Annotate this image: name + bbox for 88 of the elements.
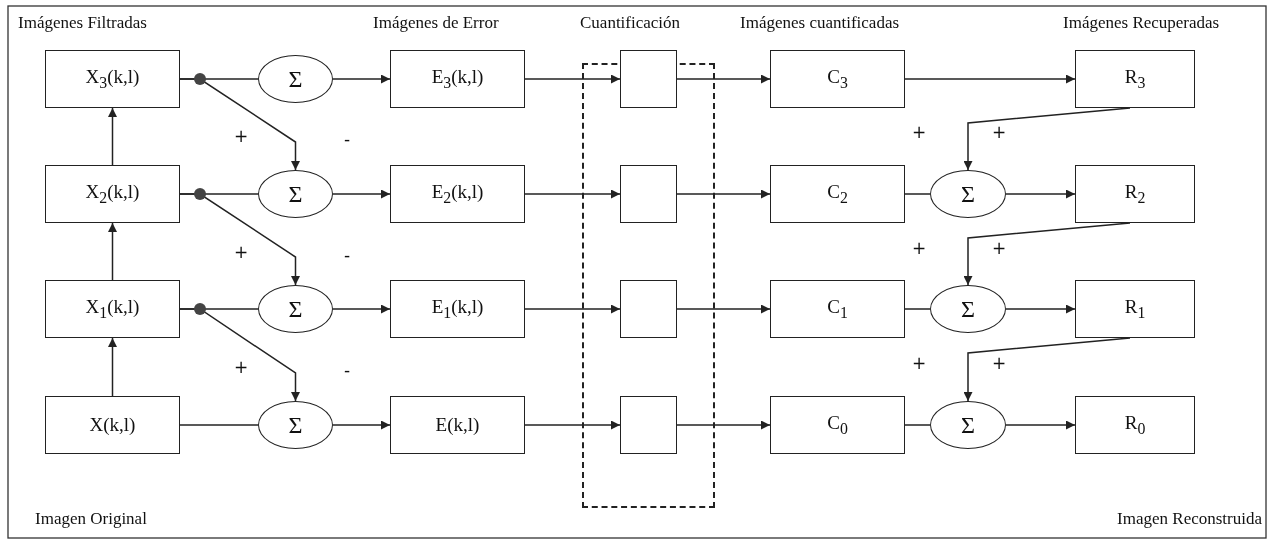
sigma-symbol: Σ: [288, 295, 303, 323]
quantizer-box: [620, 50, 677, 108]
process-box: [390, 165, 525, 223]
box-label: E$_{1}$(k,l): [431, 296, 484, 322]
node-caption: Imagen Reconstruida: [1117, 510, 1262, 527]
box-label: R$_{0}$: [1124, 412, 1146, 438]
quantizer-box: [620, 396, 677, 454]
sigma-symbol: Σ: [961, 295, 975, 323]
box-label: E$_{3}$(k,l): [431, 66, 484, 92]
arrow: [332, 74, 391, 84]
process-box: [1075, 396, 1195, 454]
arrow: [676, 304, 771, 314]
process-box: [45, 280, 180, 338]
connector-line: [904, 308, 931, 310]
arrow: [179, 78, 300, 171]
arrow: [108, 337, 117, 397]
process-box: [45, 396, 180, 454]
arrow: [1005, 420, 1076, 430]
process-box: [770, 50, 905, 108]
box-label: C$_{1}$: [827, 296, 848, 322]
process-box: [770, 396, 905, 454]
sigma-symbol: Σ: [961, 180, 975, 208]
process-box: [45, 50, 180, 108]
connector-line: [904, 193, 931, 195]
box-label: X$_{3}$(k,l): [85, 66, 140, 92]
sign-label: +: [234, 243, 249, 261]
box-label: E$_{2}$(k,l): [431, 181, 484, 207]
box-label: C$_{3}$: [827, 66, 848, 92]
sign-label: +: [912, 124, 927, 141]
box-label: R$_{1}$: [1124, 296, 1146, 322]
sign-label: +: [992, 239, 1007, 257]
arrow: [332, 304, 391, 314]
arrow: [676, 189, 771, 199]
sign-label: -: [344, 246, 351, 264]
arrow: [676, 420, 771, 430]
box-label: R$_{2}$: [1124, 181, 1146, 207]
arrow: [179, 308, 300, 402]
arrow: [108, 107, 117, 166]
sigma-symbol: Σ: [288, 180, 303, 208]
process-box: [1075, 165, 1195, 223]
box-label: C$_{0}$: [827, 412, 848, 438]
sign-label: +: [912, 239, 927, 257]
sign-label: +: [992, 355, 1007, 372]
sign-label: +: [912, 355, 927, 372]
column-heading: Imágenes de Error: [373, 14, 499, 31]
process-box: [1075, 280, 1195, 338]
sigma-symbol: Σ: [288, 411, 303, 439]
sign-label: -: [344, 362, 351, 379]
process-box: [390, 280, 525, 338]
arrow: [179, 193, 300, 286]
box-label: C$_{2}$: [827, 181, 848, 207]
box-label: X$_{2}$(k,l): [85, 181, 140, 207]
arrow: [676, 74, 771, 84]
process-box: [390, 50, 525, 108]
quantizer-box: [620, 280, 677, 338]
arrow: [524, 74, 621, 84]
sign-label: +: [992, 124, 1007, 141]
sigma-symbol: Σ: [288, 65, 303, 93]
box-label: X$_{1}$(k,l): [85, 296, 140, 322]
column-heading: Cuantificación: [580, 14, 681, 31]
sign-label: -: [344, 131, 351, 148]
process-box: [1075, 50, 1195, 108]
arrow: [524, 189, 621, 199]
box-label: R$_{3}$: [1124, 66, 1146, 92]
arrow: [1005, 189, 1076, 199]
sign-label: +: [234, 359, 249, 376]
arrow: [1005, 304, 1076, 314]
arrow: [108, 222, 117, 281]
arrow: [332, 189, 391, 199]
process-box: [45, 165, 180, 223]
arrow: [332, 420, 391, 430]
quantizer-box: [620, 165, 677, 223]
connector-line: [179, 424, 259, 426]
arrow: [904, 74, 1076, 84]
node-caption: Imagen Original: [35, 510, 147, 527]
box-label: E(k,l): [435, 414, 480, 436]
column-heading: Imágenes Filtradas: [18, 14, 147, 31]
box-label: X(k,l): [89, 414, 136, 436]
sign-label: +: [234, 128, 249, 145]
process-box: [770, 280, 905, 338]
connector-line: [904, 424, 931, 426]
arrow: [524, 420, 621, 430]
process-box: [770, 165, 905, 223]
process-box: [390, 396, 525, 454]
column-heading: Imágenes Recuperadas: [1063, 14, 1220, 31]
sigma-symbol: Σ: [961, 411, 975, 439]
arrow: [524, 304, 621, 314]
column-heading: Imágenes cuantificadas: [740, 14, 900, 31]
